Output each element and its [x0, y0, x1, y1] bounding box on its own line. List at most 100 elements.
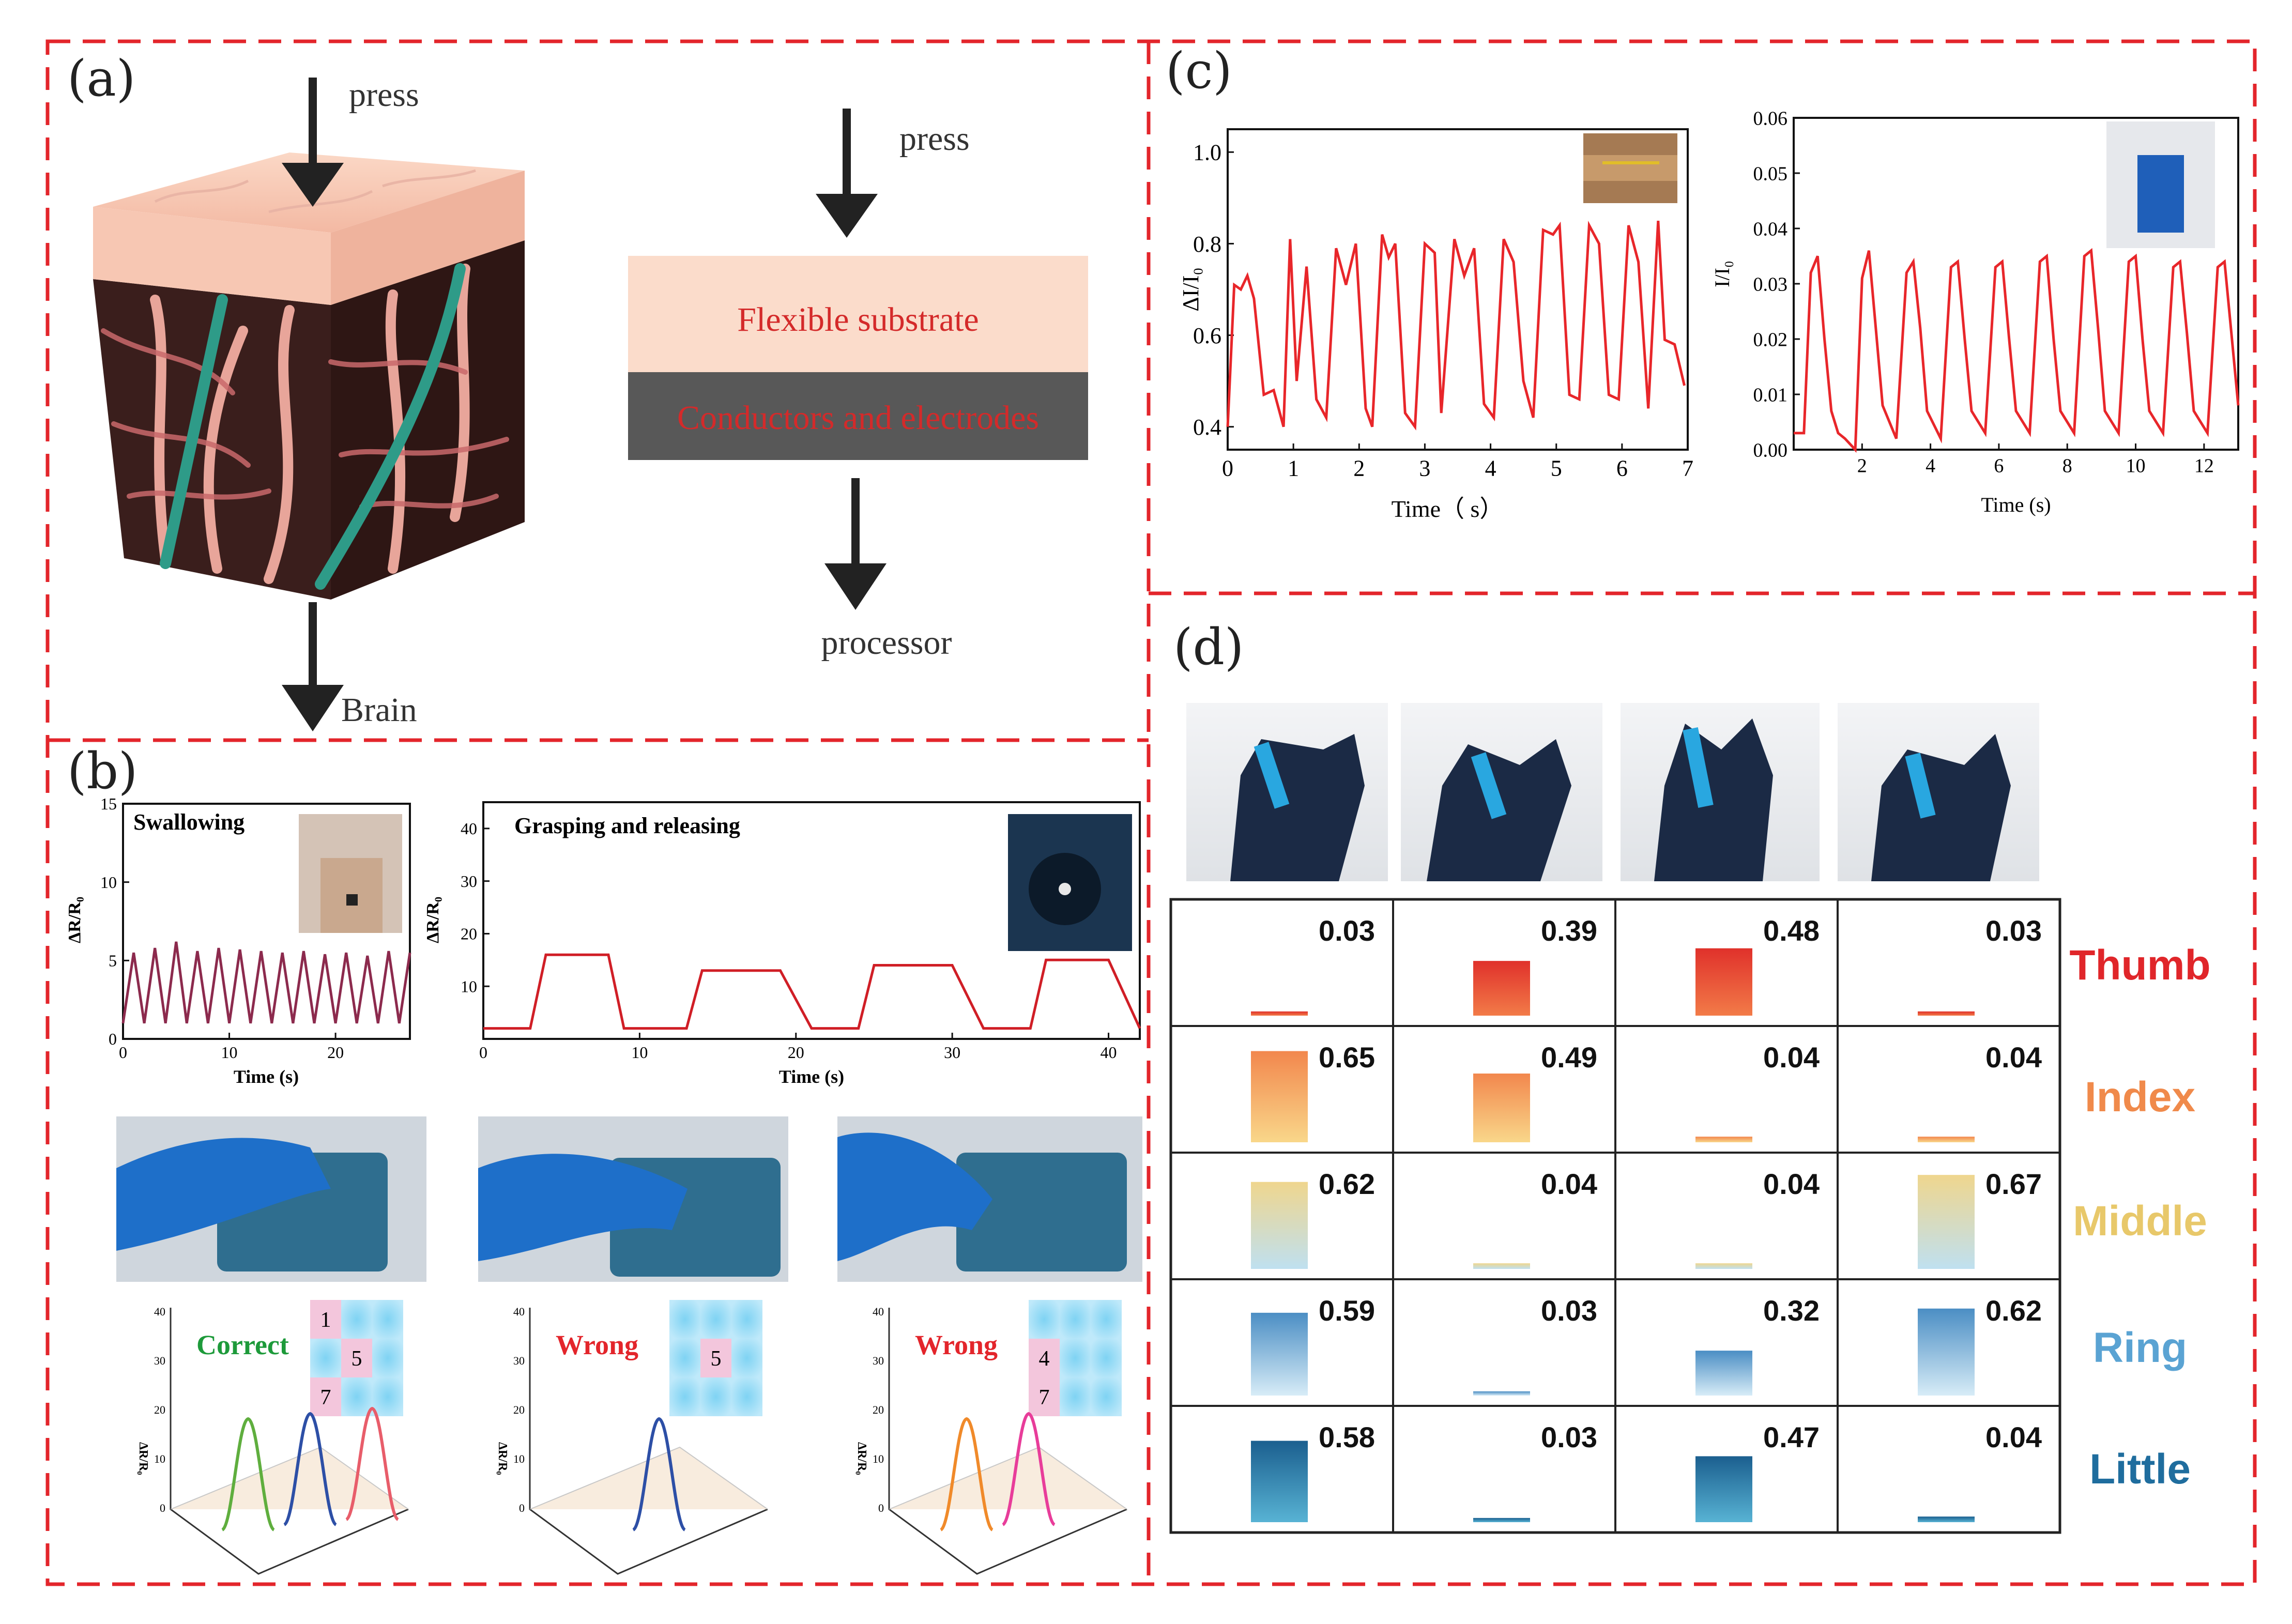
chart-swallowing-ylabel: ΔR/R₀ [65, 897, 84, 943]
grid-cell [731, 1339, 762, 1377]
grid-cell-pressed [341, 1339, 372, 1377]
x-tick-label: 30 [944, 1043, 960, 1062]
result-ylabel: ΔR/R₀ [136, 1442, 150, 1475]
finger-bar [1251, 1051, 1308, 1142]
skin-illustration [93, 152, 525, 600]
finger-bar [1473, 961, 1530, 1016]
chart-c2-ylabel: I/I₀ [1710, 261, 1734, 287]
grid-cell [669, 1377, 700, 1416]
x-tick-label: 7 [1682, 456, 1693, 481]
y-tick-label: 0.01 [1753, 384, 1788, 406]
result-ytick: 10 [154, 1452, 165, 1465]
finger-bar-value: 0.62 [1985, 1294, 2042, 1327]
result-label: Wrong [915, 1329, 998, 1360]
glove-photo-1 [1186, 703, 1388, 881]
press-label-left: press [349, 76, 419, 114]
x-tick-label: 10 [221, 1043, 238, 1062]
y-tick-label: 0.00 [1753, 439, 1788, 461]
chart-c1-yticks: 0.40.60.81.0 [1193, 140, 1234, 440]
x-tick-label: 20 [327, 1043, 344, 1062]
grid-cell [310, 1339, 341, 1377]
x-tick-label: 10 [631, 1043, 648, 1062]
chart-grasping-xlabel: Time (s) [779, 1066, 844, 1087]
chart-c2-xlabel: Time (s) [1981, 493, 2051, 516]
result-ytick: 20 [873, 1403, 884, 1416]
x-tick-label: 2 [1857, 455, 1867, 477]
pad-photo-2 [478, 1116, 788, 1282]
finger-bar-value: 0.62 [1319, 1168, 1375, 1200]
grid-cell [341, 1300, 372, 1339]
chart-swallowing-xlabel: Time (s) [234, 1066, 299, 1087]
finger-bar [1918, 1175, 1975, 1269]
finger-bar [1695, 1351, 1752, 1396]
y-tick-label: 0.06 [1753, 108, 1788, 129]
result-label: Wrong [556, 1329, 638, 1360]
x-tick-label: 0 [479, 1043, 487, 1062]
c2-series-line [1794, 248, 2240, 453]
grid-cell-number: 5 [352, 1347, 362, 1371]
finger-bar-value: 0.49 [1541, 1041, 1597, 1074]
result-ytick: 20 [513, 1403, 525, 1416]
grid-cell-number: 7 [1039, 1386, 1050, 1409]
y-tick-label: 0.8 [1193, 232, 1221, 257]
swallowing-series-line [121, 941, 411, 1024]
y-tick-label: 0.6 [1193, 323, 1221, 348]
finger-bar-value: 0.03 [1541, 1421, 1597, 1453]
result-ytick: 30 [873, 1354, 884, 1367]
conductors-label: Conductors and electrodes [677, 399, 1039, 437]
finger-label-middle: Middle [2073, 1198, 2207, 1245]
c1-series-line [1226, 220, 1686, 431]
grid-cell [341, 1377, 372, 1416]
chart-c2-yticks: 0.000.010.020.030.040.050.06 [1753, 108, 1800, 461]
finger-bar [1695, 1137, 1752, 1142]
result-ytick: 20 [154, 1403, 165, 1416]
result-peak [283, 1412, 338, 1526]
result-ytick: 40 [154, 1305, 165, 1318]
panel-label-a: (a) [67, 50, 135, 108]
grasping-series-line [483, 953, 1141, 1030]
finger-label-ring: Ring [2093, 1324, 2187, 1371]
x-tick-label: 8 [2062, 455, 2072, 477]
finger-label-little: Little [2089, 1446, 2191, 1493]
x-tick-label: 5 [1551, 456, 1562, 481]
pad-photo-1 [116, 1116, 426, 1282]
finger-bar [1695, 1456, 1752, 1522]
finger-bar-value: 0.04 [1763, 1041, 1820, 1074]
result-peak [939, 1417, 994, 1531]
finger-bar [1918, 1011, 1975, 1016]
grid-cell [731, 1377, 762, 1416]
result-ytick: 0 [519, 1502, 525, 1514]
press-arrow-left [282, 78, 344, 207]
finger-bar [1473, 1074, 1530, 1142]
finger-bar [1695, 948, 1752, 1016]
finger-bar [1918, 1137, 1975, 1142]
y-tick-label: 0.04 [1753, 218, 1788, 240]
x-tick-label: 40 [1101, 1043, 1117, 1062]
result-ytick: 30 [154, 1354, 165, 1367]
finger-bar-value: 0.03 [1985, 914, 2042, 947]
y-tick-label: 0.05 [1753, 163, 1788, 185]
y-tick-label: 40 [461, 819, 477, 838]
result-ytick: 10 [873, 1452, 884, 1465]
processor-label: processor [821, 624, 952, 662]
result-ytick: 40 [513, 1305, 525, 1318]
result-peak [632, 1417, 686, 1531]
glove-photo-3 [1621, 703, 1820, 881]
chart-c1-ylabel: ΔI/I₀ [1178, 267, 1203, 311]
finger-bar [1473, 1518, 1530, 1522]
finger-bar [1918, 1308, 1975, 1396]
grid-cell [1060, 1377, 1091, 1416]
conductors-layer [628, 372, 1088, 460]
chart-grasping-title: Grasping and releasing [514, 813, 740, 838]
result-ylabel: ΔR/R₀ [855, 1442, 868, 1475]
